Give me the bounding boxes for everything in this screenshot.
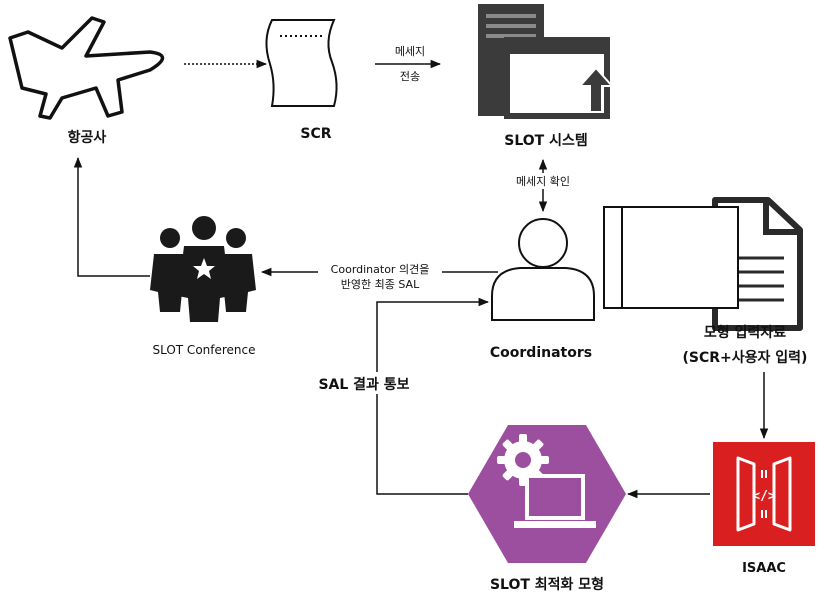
scroll-document-icon bbox=[265, 19, 338, 107]
scr-label: SCR bbox=[300, 126, 331, 142]
svg-text:</>: </> bbox=[752, 489, 776, 504]
edge-label-bg bbox=[318, 262, 442, 292]
slot-system-label: SLOT 시스템 bbox=[504, 132, 587, 149]
edge-label-message-send-1: 메세지 bbox=[395, 45, 425, 58]
edge-label-message-check: 메세지 확인 bbox=[516, 175, 570, 188]
edge-label-sal-notice: SAL 결과 통보 bbox=[318, 376, 409, 393]
edge-label-bg bbox=[502, 173, 584, 189]
coordinators-label: Coordinators bbox=[490, 345, 592, 361]
gear-icon bbox=[497, 434, 549, 486]
model-input-label-line1: 모형 입력자료 bbox=[704, 324, 786, 341]
edge-label-final-sal-2: 반영한 최종 SAL bbox=[341, 278, 420, 291]
model-input-label-line2: (SCR+사용자 입력) bbox=[683, 350, 808, 366]
optimization-hexagon bbox=[468, 425, 626, 563]
edge-label-bg bbox=[300, 372, 428, 394]
edge-conference-to-airline bbox=[73, 156, 150, 277]
documents-icon bbox=[603, 197, 803, 331]
edge-label-message-send-2: 전송 bbox=[400, 70, 420, 83]
airplane-icon bbox=[8, 16, 165, 120]
edge-model-to-coordinators bbox=[376, 297, 490, 495]
slot-conference-label: SLOT Conference bbox=[152, 343, 255, 357]
laptop-icon bbox=[514, 474, 596, 528]
people-group-icon bbox=[150, 216, 256, 322]
airline-label: 항공사 bbox=[68, 129, 107, 146]
edge-label-final-sal-1: Coordinator 의견을 bbox=[331, 263, 430, 276]
isaac-label: ISAAC bbox=[742, 561, 786, 576]
person-icon bbox=[491, 218, 595, 321]
server-window-icon bbox=[478, 4, 615, 119]
optimization-model-label: SLOT 최적화 모형 bbox=[490, 576, 604, 593]
api-gateway-icon: </> bbox=[713, 442, 815, 546]
